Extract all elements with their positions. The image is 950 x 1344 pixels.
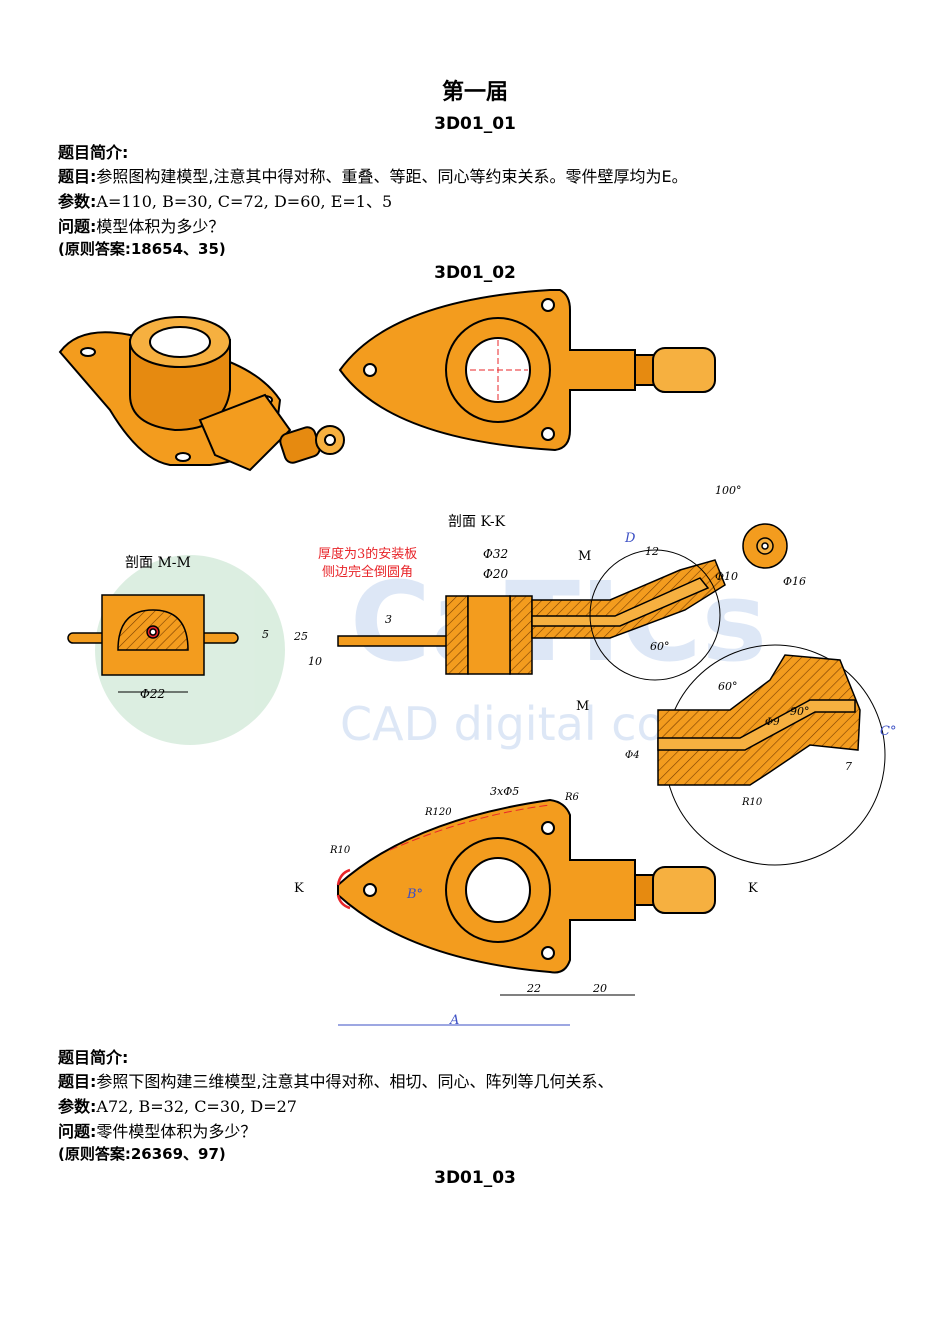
label-k-left: K xyxy=(294,881,304,896)
end-view xyxy=(742,523,788,569)
dim-d10: Φ10 xyxy=(715,570,738,583)
task-text: 参照图构建模型,注意其中得对称、重叠、等距、同心等约束关系。零件壁厚均为E。 xyxy=(96,167,688,186)
params-line-2: 参数:A72, B=32, C=30, D=27 xyxy=(58,1093,297,1117)
dim-h3: 3 xyxy=(385,613,392,626)
question-line-2: 问题:零件模型体积为多少？ xyxy=(58,1118,256,1142)
problem-id-3: 3D01_03 xyxy=(434,1168,516,1188)
dim-h22: 22 xyxy=(526,982,541,995)
params-line-1: 参数:A=110, B=30, C=72, D=60, E=1、5 xyxy=(58,188,392,212)
technical-drawing: CaTICs CAD digital co 剖面 M-M xyxy=(58,289,896,1028)
dim-d4: Φ4 xyxy=(625,750,640,761)
problem-id-1: 3D01_01 xyxy=(434,114,516,134)
question-text: 模型体积为多少？ xyxy=(96,217,225,236)
dim-A: A xyxy=(449,1013,459,1028)
dim-h20: 20 xyxy=(592,982,607,995)
label-m-bottom: M xyxy=(576,699,589,714)
answer-1: (原则答案:18654、35) xyxy=(58,240,226,258)
dim-r10b: R10 xyxy=(741,797,763,808)
params-label: 参数: xyxy=(58,1097,97,1116)
dim-h5: 5 xyxy=(262,628,269,641)
section-kk xyxy=(337,549,726,681)
intro-label-2: 题目简介: xyxy=(58,1048,129,1067)
dim-D: D xyxy=(624,531,636,546)
top-view xyxy=(338,289,716,452)
params-label: 参数: xyxy=(58,192,97,211)
question-text: 零件模型体积为多少？ xyxy=(96,1122,257,1141)
detail-view xyxy=(657,644,886,866)
dim-d16: Φ16 xyxy=(783,575,806,588)
note-line-2: 侧边完全倒圆角 xyxy=(322,564,413,580)
dim-h7: 7 xyxy=(845,760,852,773)
dim-a90: 90° xyxy=(790,705,810,718)
dim-B: B° xyxy=(406,887,423,902)
task-label: 题目: xyxy=(58,1072,97,1091)
dim-h12: 12 xyxy=(645,545,659,558)
section-kk-label: 剖面 K-K xyxy=(448,514,506,530)
section-mm-label: 剖面 M-M xyxy=(125,555,191,571)
params-text: A72, B=32, C=30, D=27 xyxy=(96,1097,297,1116)
dim-d9: Φ9 xyxy=(765,717,780,728)
task-line-2: 题目:参照下图构建三维模型,注意其中得对称、相切、同心、阵列等几何关系、 xyxy=(58,1068,614,1092)
task-line-1: 题目:参照图构建模型,注意其中得对称、重叠、等距、同心等约束关系。零件壁厚均为E… xyxy=(58,163,688,187)
dim-d20: Φ20 xyxy=(483,567,508,581)
params-text: A=110, B=30, C=72, D=60, E=1、5 xyxy=(96,192,393,211)
question-line-1: 问题:模型体积为多少？ xyxy=(58,213,224,237)
label-m-top: M xyxy=(578,549,591,564)
problem-id-2: 3D01_02 xyxy=(434,263,516,283)
plan-view xyxy=(336,798,716,1026)
dim-a60a: 60° xyxy=(650,640,670,653)
dim-h25: 25 xyxy=(293,630,308,643)
note-line-1: 厚度为3的安装板 xyxy=(318,546,417,562)
task-text: 参照下图构建三维模型,注意其中得对称、相切、同心、阵列等几何关系、 xyxy=(96,1072,614,1091)
intro-label-1: 题目简介: xyxy=(58,143,129,162)
dim-a100: 100° xyxy=(715,484,742,497)
dim-h10: 10 xyxy=(308,655,322,668)
label-k-right: K xyxy=(748,881,758,896)
dim-r10a: R10 xyxy=(329,845,351,856)
dim-d32: Φ32 xyxy=(483,547,508,561)
dim-holes: 3xΦ5 xyxy=(490,785,519,798)
section-mm xyxy=(67,594,239,693)
dim-r120: R120 xyxy=(424,807,452,818)
dim-d22: Φ22 xyxy=(140,687,165,701)
question-label: 问题: xyxy=(58,217,97,236)
answer-2: (原则答案:26369、97) xyxy=(58,1145,226,1163)
svg-text:CAD digital co: CAD digital co xyxy=(340,697,665,751)
task-label: 题目: xyxy=(58,167,97,186)
dim-C: C° xyxy=(880,724,896,739)
dim-r6: R6 xyxy=(564,792,580,803)
dim-a60b: 60° xyxy=(718,680,738,693)
question-label: 问题: xyxy=(58,1122,97,1141)
page-title: 第一届 xyxy=(441,80,508,105)
isometric-view xyxy=(58,316,345,472)
